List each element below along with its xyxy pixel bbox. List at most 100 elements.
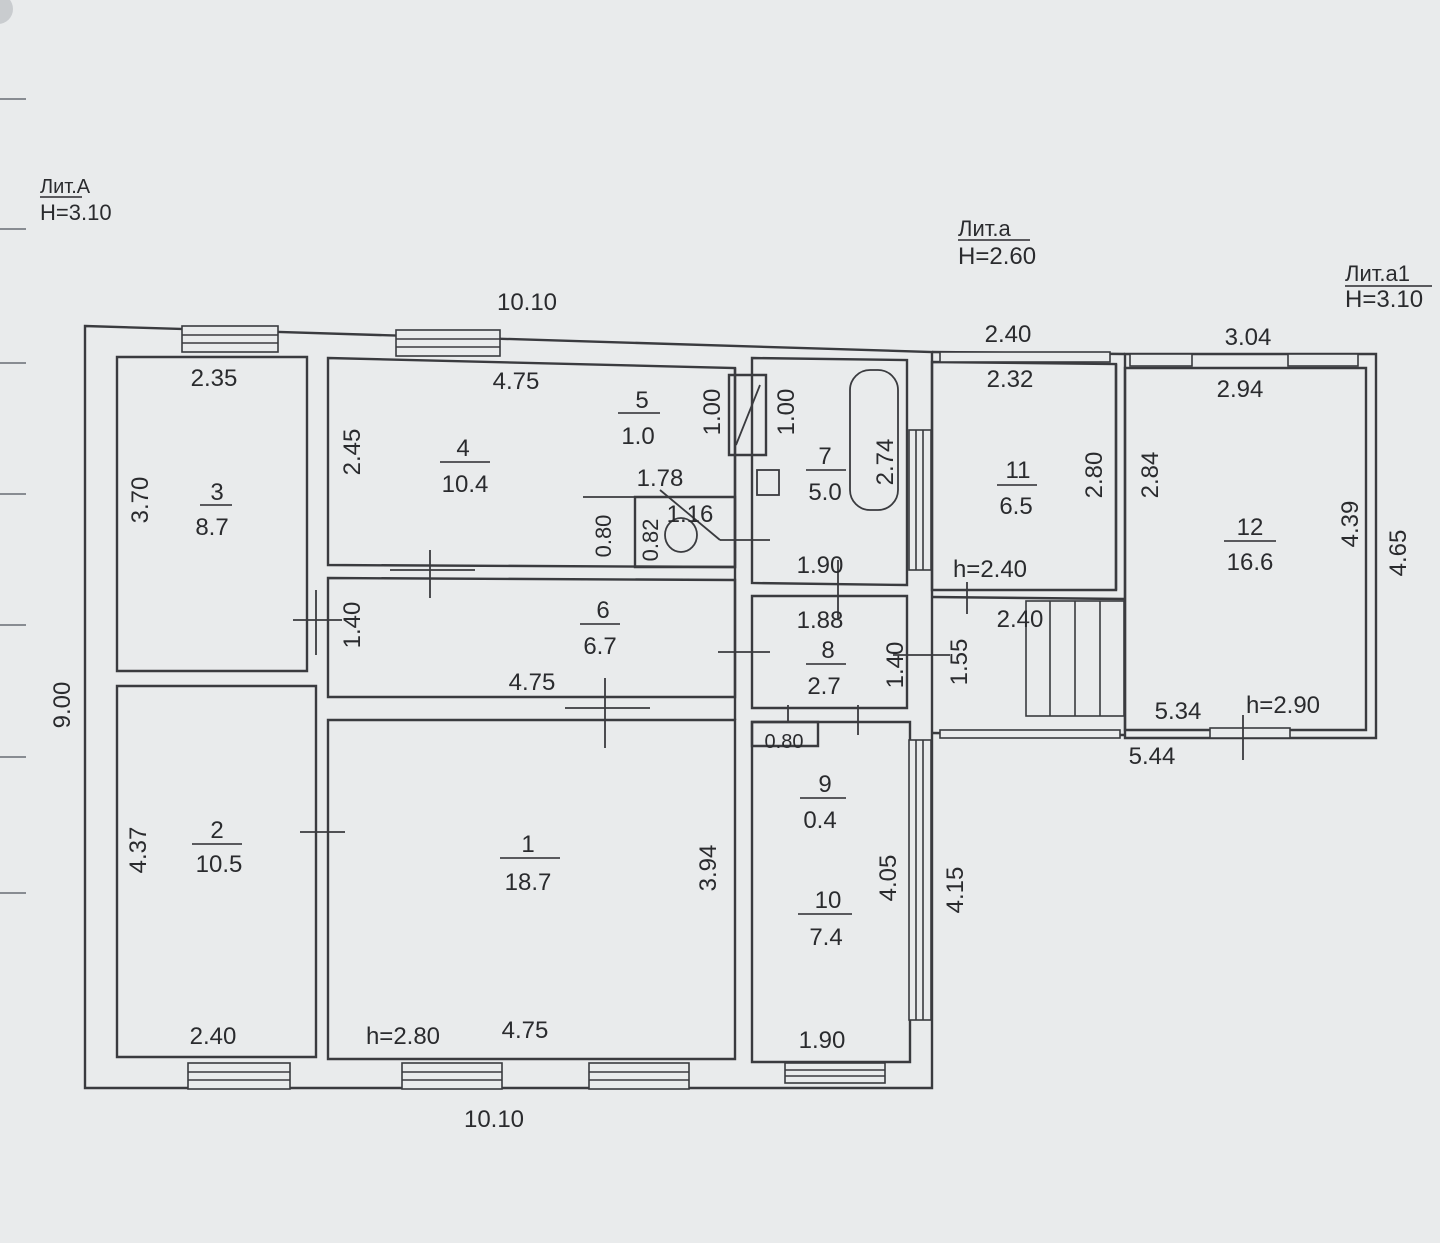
walls — [83, 324, 1378, 1090]
lit-a-height: Н=3.10 — [40, 200, 112, 225]
room-area: 6.5 — [999, 493, 1032, 520]
lit-a-name: Лит.А — [40, 176, 91, 198]
sink — [756, 469, 780, 496]
dim-lit-a-side: 1.55 — [946, 639, 973, 686]
dim-room6-height: 1.40 — [339, 602, 366, 649]
bathtub — [849, 369, 899, 511]
room-number: 12 — [1237, 514, 1264, 541]
binder-line — [0, 892, 26, 894]
stairs — [1025, 600, 1125, 717]
room-area: 2.7 — [807, 673, 840, 700]
windows — [181, 325, 1359, 1090]
room-number: 10 — [815, 887, 842, 914]
dim-room8-height: 1.40 — [882, 642, 909, 689]
window — [939, 729, 1121, 739]
window — [939, 351, 1111, 363]
binder-line — [0, 98, 26, 100]
dim-wc-width-b: 0.82 — [638, 519, 663, 562]
dim-left-total: 9.00 — [49, 682, 76, 729]
room-area: 10.5 — [196, 851, 243, 878]
dim-room10-height: 4.05 — [875, 855, 902, 902]
room-area: 10.4 — [442, 471, 489, 498]
toilet — [664, 517, 698, 553]
window — [187, 1062, 291, 1090]
dim-wc-width-a: 0.80 — [591, 515, 616, 558]
dim-room4-height: 2.45 — [339, 429, 366, 476]
dim-room1-width: 4.75 — [502, 1017, 549, 1044]
room-area: 8.7 — [195, 514, 228, 541]
room-number: 8 — [821, 637, 834, 664]
room-area: 18.7 — [505, 869, 552, 896]
binder-ring — [0, 0, 13, 24]
dim-wc-depth: 1.78 — [637, 465, 684, 492]
window — [401, 1062, 503, 1090]
dim-wc-length: 1.16 — [667, 501, 714, 528]
binder-line — [0, 493, 26, 495]
dim-lit-a-outer-height: 4.15 — [942, 867, 969, 914]
room-area: 5.0 — [808, 479, 841, 506]
dim-room11-width: 2.32 — [987, 366, 1034, 393]
dim-room3-height: 3.70 — [127, 477, 154, 524]
room-12-outline — [1123, 366, 1368, 732]
window — [181, 325, 279, 353]
room-area: 7.4 — [809, 924, 842, 951]
vent-shaft — [727, 373, 768, 457]
room-area: 0.4 — [803, 807, 836, 834]
dim-lit-a-stair-width: 2.40 — [997, 606, 1044, 633]
dim-room4-width: 4.75 — [493, 368, 540, 395]
binder-line — [0, 228, 26, 230]
dim-lit-a1-outer-height: 4.65 — [1385, 530, 1412, 577]
room-number: 4 — [456, 435, 469, 462]
binder-line — [0, 362, 26, 364]
window — [908, 429, 932, 571]
vertical-dimension-labels: 9.00 3.70 2.45 0.80 0.82 1.00 1.00 2.74 … — [49, 389, 1412, 914]
room-number: 11 — [1006, 457, 1031, 484]
dim-room7-width: 1.90 — [797, 552, 844, 579]
dim-room2-width: 2.40 — [190, 1023, 237, 1050]
room-area: 16.6 — [1227, 549, 1274, 576]
dim-lit-a-top-outer: 2.40 — [985, 321, 1032, 348]
dim-lit-a1-ceiling: h=2.90 — [1246, 692, 1320, 719]
dim-room12-width: 2.94 — [1217, 376, 1264, 403]
dim-room1-ceiling: h=2.80 — [366, 1023, 440, 1050]
dim-room11-height: 2.80 — [1081, 452, 1108, 499]
dim-room12-height-left: 2.84 — [1137, 452, 1164, 499]
room-number: 3 — [210, 479, 223, 506]
window — [1129, 353, 1193, 367]
dim-room2-height: 4.37 — [125, 827, 152, 874]
dimension-labels: 10.10 10.10 2.35 4.75 1.78 1.16 1.90 1.8… — [190, 289, 1320, 1133]
room-number: 1 — [521, 831, 534, 858]
doors — [293, 369, 1244, 862]
window — [1209, 727, 1291, 739]
lit-a-small-name: Лит.а — [958, 216, 1011, 241]
dim-room1-height: 3.94 — [695, 845, 722, 892]
room-number: 6 — [596, 597, 609, 624]
lit-a1-height: Н=3.10 — [1345, 286, 1423, 313]
window — [395, 329, 501, 357]
room-labels: 3 8.7 2 10.5 4 10.4 5 1.0 7 5.0 6 6.7 8 … — [195, 387, 1273, 951]
lit-a-inner-wall — [931, 595, 1126, 601]
dim-top-total: 10.10 — [497, 289, 557, 316]
dim-lit-a1-inner-length: 5.34 — [1155, 698, 1202, 725]
dim-room10-width: 1.90 — [799, 1027, 846, 1054]
dim-room12-height-right: 4.39 — [1337, 501, 1364, 548]
lit-a1-name: Лит.а1 — [1345, 261, 1410, 286]
window — [588, 1062, 690, 1090]
window — [1287, 353, 1359, 367]
room-2-outline — [115, 684, 318, 1059]
room-1-outline — [326, 718, 737, 1061]
room-area: 6.7 — [583, 633, 616, 660]
window — [784, 1062, 886, 1084]
room-number: 5 — [635, 387, 648, 414]
window — [908, 739, 932, 1021]
binder-line — [0, 624, 26, 626]
dim-room9-width: 0.80 — [765, 731, 804, 753]
room-number: 7 — [818, 443, 831, 470]
room-8-outline — [750, 594, 909, 710]
lit-a-outer-wall — [83, 324, 934, 1090]
room-7-outline — [750, 356, 909, 587]
dim-room5-vent-a: 1.00 — [699, 389, 726, 436]
dim-bottom-total: 10.10 — [464, 1106, 524, 1133]
room-number: 9 — [818, 771, 831, 798]
